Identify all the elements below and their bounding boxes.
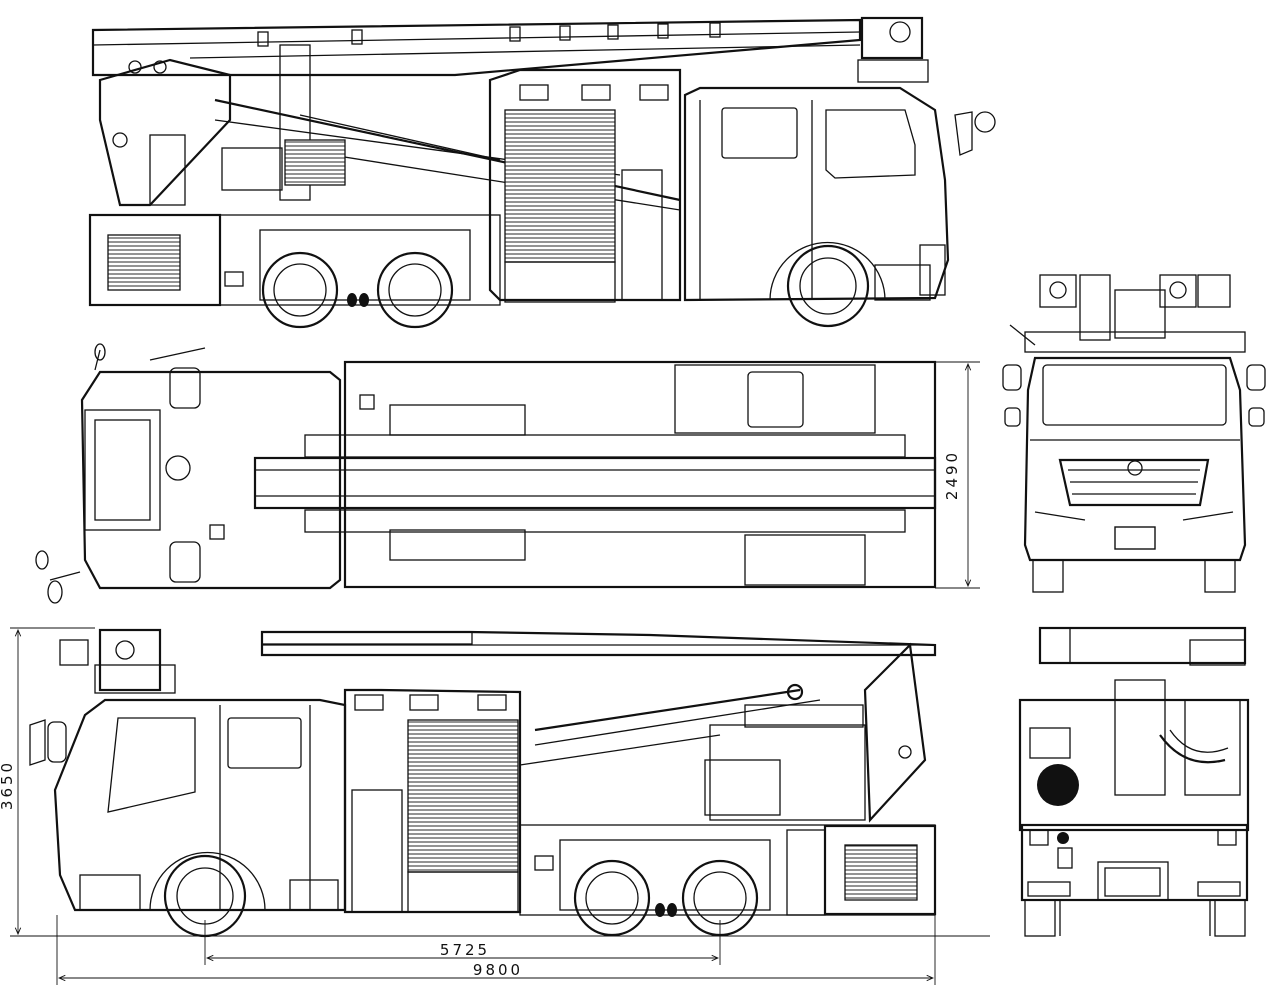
width-label: 2490 bbox=[943, 450, 961, 500]
wheelbase-label: 5725 bbox=[440, 941, 490, 959]
rear-view bbox=[1018, 626, 1250, 937]
front-wheel-side-left bbox=[149, 851, 266, 938]
rear-wheels-side-left bbox=[573, 859, 759, 937]
side-view-right bbox=[88, 16, 996, 329]
height-label: 3650 bbox=[0, 760, 16, 810]
length-label: 9800 bbox=[473, 961, 523, 979]
dimension-width bbox=[935, 361, 980, 589]
front-view bbox=[1002, 274, 1266, 593]
front-wheel-side-right bbox=[769, 241, 886, 328]
dimension-length bbox=[20, 915, 990, 985]
rear-wheels-side-right bbox=[261, 251, 454, 329]
dimension-height bbox=[10, 627, 95, 937]
side-view-left bbox=[29, 628, 937, 938]
top-plan-view bbox=[35, 343, 937, 604]
dimension-wheelbase bbox=[204, 920, 721, 965]
